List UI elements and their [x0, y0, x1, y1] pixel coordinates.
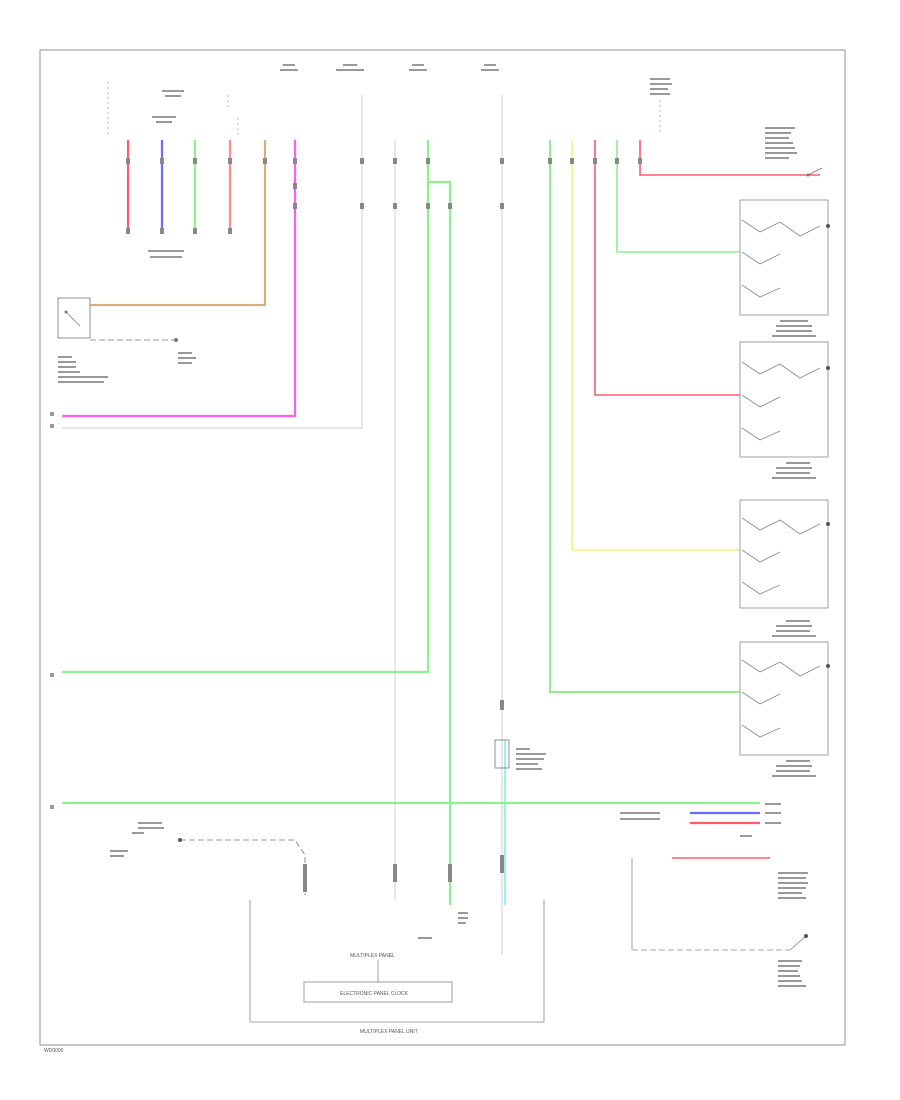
wire-green-right-top — [616, 140, 740, 253]
door-module-3 — [739, 499, 830, 609]
junction-label — [148, 250, 184, 258]
door-module-labels — [772, 320, 816, 777]
bottom-right-switch — [631, 857, 808, 951]
panel-sub: ELECTRONIC PANEL CLOCK — [340, 991, 409, 997]
wire-green-upper — [62, 140, 430, 674]
wire-yellow-right — [571, 140, 740, 551]
panel-unit: MULTIPLEX PANEL ELECTRONIC PANEL CLOCK M… — [249, 900, 545, 1035]
resistor — [494, 739, 510, 769]
door-module-4 — [739, 641, 830, 756]
top-fuse-labels — [152, 64, 797, 159]
wire-green-right-bottom — [549, 140, 740, 693]
wire-gray-left — [62, 95, 363, 429]
figure-id: WD0000 — [44, 1048, 64, 1054]
left-switch-labels — [58, 352, 196, 383]
top-connector-stubs — [126, 140, 232, 232]
wire-magenta — [62, 140, 297, 418]
wire-pink-top — [639, 140, 820, 176]
panel-title: MULTIPLEX PANEL — [350, 953, 395, 959]
wire-green-panel — [428, 180, 452, 905]
wire-tan — [90, 140, 267, 307]
ground-wire — [178, 838, 307, 895]
left-switch — [57, 297, 178, 342]
door-module-2 — [739, 341, 830, 458]
door-module-1 — [739, 199, 830, 316]
diagram-frame — [39, 49, 846, 1046]
top-connector-pins — [126, 158, 232, 234]
panel-unit-label: MULTIPLEX PANEL UNIT — [360, 1029, 418, 1035]
top-stub-lines — [107, 82, 661, 135]
wire-red-right — [594, 140, 740, 396]
top-right-switch — [806, 167, 823, 177]
